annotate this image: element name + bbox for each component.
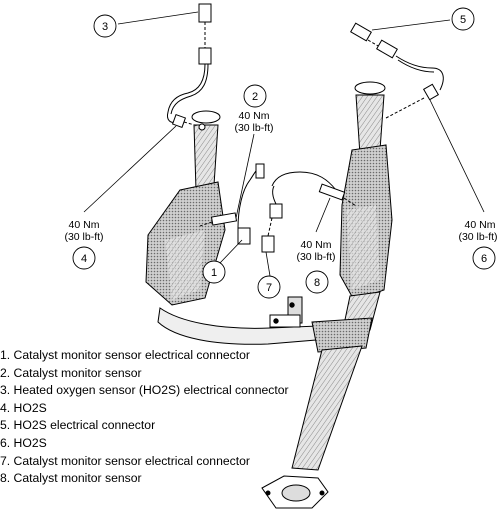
legend-item-8: 8. Catalyst monitor sensor	[0, 471, 142, 486]
legend-item-3: 3. Heated oxygen sensor (HO2S) electrica…	[0, 383, 289, 398]
catalyst-monitor-8-wire	[271, 171, 337, 191]
left-down-pipe	[193, 124, 219, 191]
torque-8-nm: 40 Nm	[301, 239, 332, 251]
legend-item-2: 2. Catalyst monitor sensor	[0, 365, 142, 380]
callout-circle-7	[257, 275, 281, 299]
ho2s-6-wire	[395, 55, 444, 91]
callout-number-7: 7	[266, 282, 272, 294]
outlet-flange-opening	[281, 484, 311, 502]
torque-8-lbft: (30 lb-ft)	[296, 251, 335, 263]
ho2s-4-wire-2	[170, 63, 209, 115]
torque-2-lbft: (30 lb-ft)	[234, 122, 273, 134]
callout-number-8: 8	[314, 277, 320, 289]
torque-specs: 40 Nm (30 lb-ft) 40 Nm (30 lb-ft) 40 Nm …	[64, 110, 497, 263]
torque-6-nm: 40 Nm	[465, 219, 496, 231]
callout-circle-3	[93, 14, 117, 38]
right-converter-shadow	[346, 205, 380, 290]
ho2s-sensor-4	[171, 113, 187, 129]
ho2s-6-wire-2	[397, 59, 435, 73]
leader-5	[371, 19, 451, 31]
catalyst-monitor-8-wire-2	[272, 185, 277, 205]
callout-numbers: 3 5 2 4 6 1 7 8	[81, 14, 487, 294]
leader-3	[117, 11, 199, 25]
left-converter-shadow	[165, 230, 205, 300]
callout-circle-2	[243, 84, 267, 108]
torque-4-lbft: (30 lb-ft)	[64, 231, 103, 243]
leader-7	[265, 251, 271, 277]
ho2s-connector-3	[198, 3, 212, 23]
callout-circle-4	[72, 246, 96, 270]
callout-number-4: 4	[81, 253, 87, 265]
callout-number-5: 5	[460, 14, 466, 26]
right-flange	[354, 81, 386, 95]
y-junction	[311, 317, 373, 353]
tail-pipe	[291, 345, 363, 471]
catalyst-connector-1	[237, 227, 251, 245]
sensor-2-dash	[199, 221, 213, 227]
callout-circle-5	[451, 7, 475, 31]
ho2s-4-wire	[167, 63, 206, 123]
torque-2-nm: 40 Nm	[239, 110, 270, 122]
hanger-bolt-1	[273, 318, 279, 324]
callout-circle-6	[472, 246, 496, 270]
catalyst-monitor-2-plug	[255, 163, 265, 179]
legend-item-1: 1. Catalyst monitor sensor electrical co…	[0, 348, 250, 362]
hanger-clamp	[269, 314, 301, 328]
exhaust-assembly	[145, 81, 393, 509]
catalyst-connector-7	[261, 235, 275, 253]
legend-item-7: 7. Catalyst monitor sensor electrical co…	[0, 453, 250, 468]
callout-number-6: 6	[481, 253, 487, 265]
connector-3-mate	[198, 47, 212, 65]
catalyst-monitor-sensor-2	[210, 212, 238, 226]
sensors-and-wiring	[167, 3, 444, 253]
torque-6-lbft: (30 lb-ft)	[458, 231, 497, 243]
connector-5-mate	[376, 39, 398, 59]
hanger-bolt-2	[289, 302, 295, 308]
callout-circle-1	[202, 260, 226, 284]
leader-6	[429, 99, 485, 213]
sensor-8-dash	[343, 197, 357, 207]
legend-item-6: 6. HO2S	[0, 435, 47, 450]
leader-2	[235, 133, 255, 219]
connector-7-upper	[269, 203, 283, 219]
parts-legend: 1. Catalyst monitor sensor electrical co…	[0, 347, 289, 488]
torque-4-nm: 40 Nm	[69, 219, 100, 231]
outlet-stud-left	[265, 490, 271, 496]
legend-item-4: 4. HO2S	[0, 400, 47, 415]
callout-number-3: 3	[102, 21, 108, 33]
ho2s-connector-5	[350, 22, 372, 42]
ho2s-4-dash	[183, 121, 199, 127]
callouts	[72, 7, 496, 299]
catalyst-monitor-sensor-8	[318, 183, 346, 201]
leader-8	[315, 197, 331, 233]
callout-number-1: 1	[211, 267, 217, 279]
ho2s-6-dash	[385, 97, 425, 119]
ho2s-4-boss	[198, 123, 206, 131]
leader-lines	[83, 11, 485, 277]
outlet-stud-right	[319, 490, 325, 496]
left-flange	[191, 110, 221, 124]
connector-7-dash	[267, 217, 273, 237]
callout-circle-8	[305, 270, 329, 294]
leader-4	[83, 125, 177, 213]
legend-item-5: 5. HO2S electrical connector	[0, 418, 156, 433]
callout-number-2: 2	[252, 91, 258, 103]
leader-1	[219, 239, 243, 264]
ho2s-sensor-6	[422, 83, 440, 101]
